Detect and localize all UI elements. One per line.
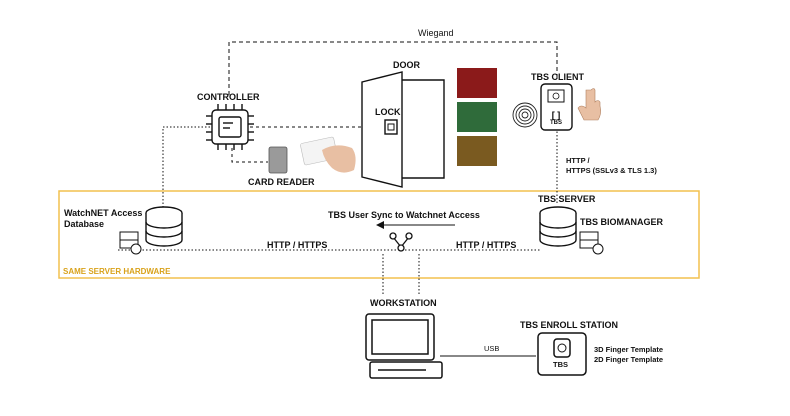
tbs-client-label: TBS CLIENT — [531, 72, 584, 82]
tbs-biomanager-label: TBS BIOMANAGER — [580, 217, 663, 227]
screen-red — [457, 68, 497, 98]
controller-label: CONTROLLER — [197, 92, 260, 102]
controller-db-link — [162, 126, 210, 208]
http-left-label: HTTP / HTTPS — [267, 240, 328, 250]
tbs-client-device: [ ] — [540, 83, 573, 131]
watchnet-label-1: WatchNET Access — [64, 208, 143, 218]
tbs-server-database-icon — [539, 206, 577, 247]
door-label: DOOR — [393, 60, 420, 70]
workstation-computer-icon — [365, 313, 443, 379]
zone-label: SAME SERVER HARDWARE — [63, 267, 171, 276]
controller-reader-link — [231, 148, 268, 163]
hand-pointer-icon — [577, 88, 601, 121]
template-2d-label: 2D Finger Template — [594, 355, 664, 364]
wiegand-link — [228, 41, 558, 95]
door-icon — [361, 71, 445, 188]
sync-arrowhead — [376, 221, 384, 229]
sync-label: TBS User Sync to Watchnet Access — [328, 210, 480, 220]
enroll-device-label: TBS — [553, 360, 568, 369]
http-client-label-2: HTTPS (SSLv3 & TLS 1.3) — [566, 166, 657, 175]
hand-card-icon — [300, 136, 356, 173]
workstation-label: WORKSTATION — [370, 298, 437, 308]
screen-green — [457, 102, 497, 132]
controller-chip-icon — [206, 104, 254, 150]
usb-label: USB — [484, 344, 500, 353]
screen-brown — [457, 136, 497, 166]
wiegand-label: Wiegand — [418, 28, 454, 38]
tbs-server-label: TBS SERVER — [538, 194, 596, 204]
client-device-label: TBS — [550, 120, 562, 126]
card-reader-label: CARD READER — [248, 177, 315, 187]
fingerprint-icon — [512, 102, 538, 128]
same-server-zone — [58, 190, 700, 279]
watchnet-server-icon — [119, 231, 142, 255]
watchnet-database-icon — [145, 206, 183, 247]
http-right-label: HTTP / HTTPS — [456, 240, 517, 250]
lock-label: LOCK — [375, 107, 401, 117]
card-reader-device — [268, 146, 288, 174]
http-client-label-1: HTTP / — [566, 156, 590, 165]
svg-text:[ ]: [ ] — [552, 110, 561, 120]
tbs-biomanager-icon — [579, 231, 604, 255]
watchnet-label-2: Database — [64, 219, 105, 229]
enroll-station-label: TBS ENROLL STATION — [520, 320, 618, 330]
share-icon — [389, 232, 413, 252]
template-3d-label: 3D Finger Template — [594, 345, 664, 354]
enroll-station-icon — [537, 332, 587, 376]
